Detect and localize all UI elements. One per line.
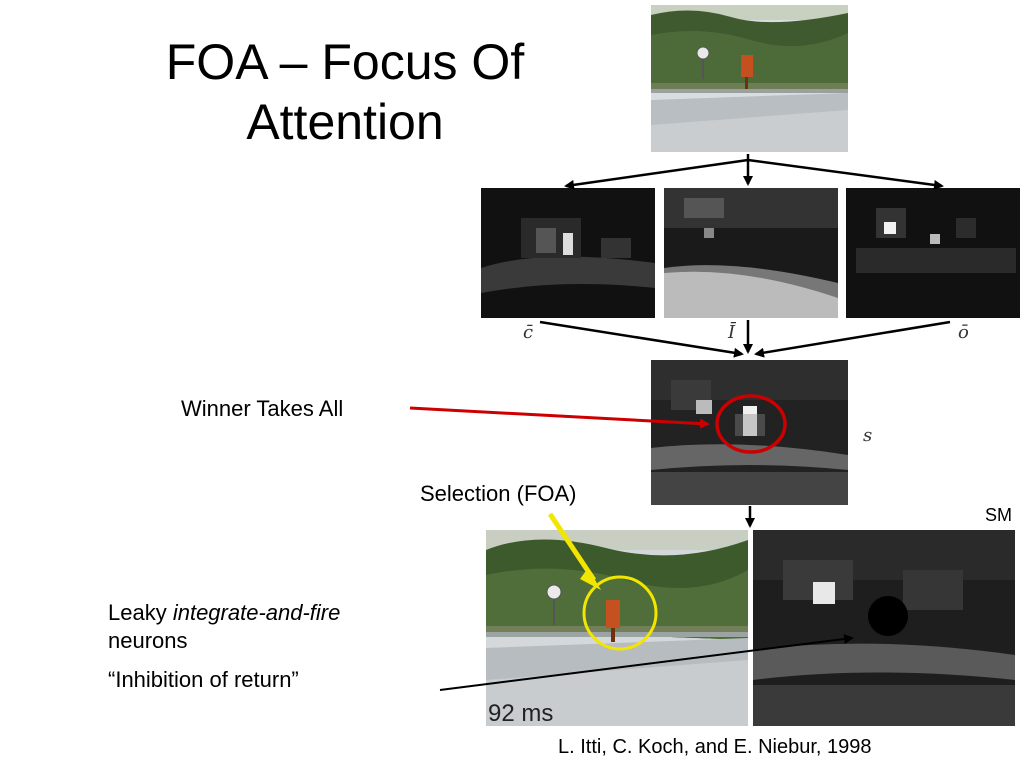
label-orientation-conspicuity: ō bbox=[958, 322, 969, 343]
arrow-color-to-saliency bbox=[539, 320, 744, 358]
feature-map-orientation bbox=[846, 188, 1020, 318]
winner-takes-all-label: Winner Takes All bbox=[181, 396, 344, 421]
feature-map-intensity bbox=[664, 188, 838, 318]
leaky-italic: integrate-and-fire bbox=[172, 600, 341, 625]
inhibited-saliency-map bbox=[753, 530, 1015, 726]
arrow-orientation-to-saliency bbox=[754, 320, 951, 358]
saliency-map bbox=[651, 360, 848, 505]
slide-title: FOA – Focus Of Attention bbox=[165, 34, 525, 150]
citation: L. Itti, C. Koch, and E. Niebur, 1998 bbox=[558, 736, 872, 758]
inhibition-of-return-label: “Inhibition of return” bbox=[108, 667, 299, 692]
leaky-prefix: Leaky bbox=[108, 600, 173, 625]
foa-photo bbox=[486, 530, 748, 726]
label-saliency: 𝑠 bbox=[863, 425, 873, 446]
feature-map-color bbox=[481, 188, 655, 318]
arrow-to-orientation-map bbox=[747, 158, 944, 190]
neurons-label: neurons bbox=[108, 628, 188, 653]
label-intensity-conspicuity: Ī bbox=[728, 322, 736, 343]
sm-label: SM bbox=[985, 505, 1012, 525]
input-photo bbox=[651, 5, 848, 152]
arrow-to-color-map bbox=[564, 158, 749, 190]
selection-foa-label: Selection (FOA) bbox=[420, 481, 577, 506]
label-color-conspicuity: c̄ bbox=[523, 322, 534, 343]
time-label: 92 ms bbox=[488, 700, 554, 727]
leaky-label: Leaky integrate-and-fire bbox=[108, 600, 340, 626]
